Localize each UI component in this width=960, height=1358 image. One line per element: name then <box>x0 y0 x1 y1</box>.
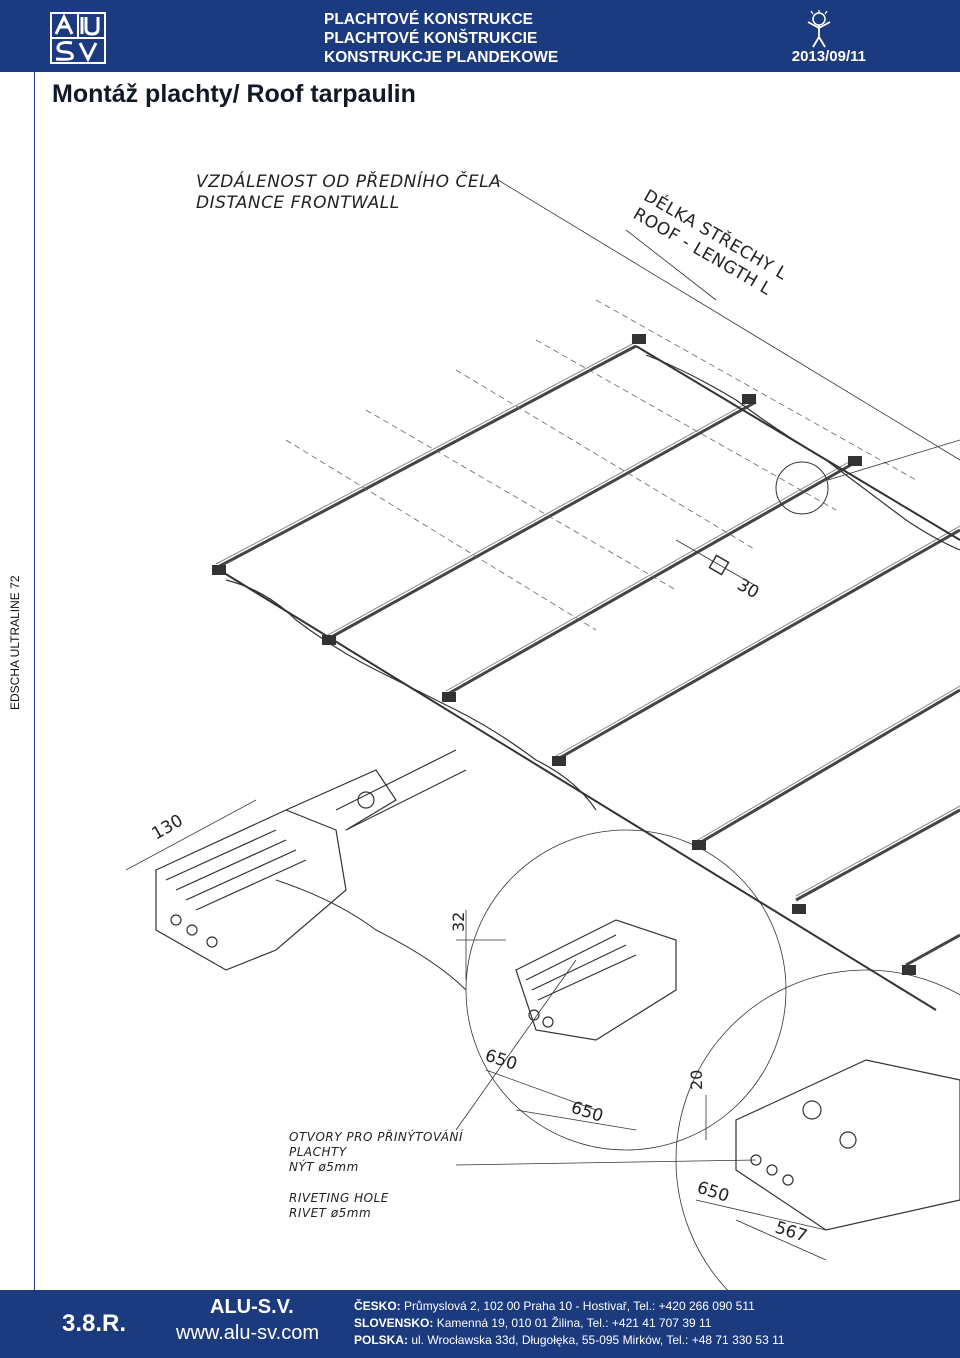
header-date: 2013/09/11 <box>791 48 866 65</box>
dim-130: 130 <box>149 811 187 845</box>
label-holes-cz-3: NÝT ø5mm <box>289 1160 359 1174</box>
page-number: 3.8.R. <box>62 1310 127 1337</box>
address-sk: SLOVENSKO: Kamenná 19, 010 01 Žilina, Te… <box>354 1316 712 1330</box>
header-titles: PLACHTOVÉ KONSTRUKCE PLACHTOVÉ KONŠTRUKC… <box>324 10 558 67</box>
alu-sv-logo <box>50 12 106 64</box>
header-bar: PLACHTOVÉ KONSTRUKCE PLACHTOVÉ KONŠTRUKC… <box>0 0 960 72</box>
page-title: Montáž plachty/ Roof tarpaulin <box>52 80 416 108</box>
label-holes-en-2: RIVET ø5mm <box>289 1206 372 1220</box>
dim-square-30: 30 <box>734 575 763 603</box>
addresses: ČESKO: Průmyslová 2, 102 00 Praha 10 - H… <box>354 1298 785 1349</box>
website-link[interactable]: www.alu-sv.com <box>176 1322 319 1344</box>
dim-20: 20 <box>687 1070 706 1090</box>
dim-650-c: 650 <box>694 1178 731 1207</box>
label-holes-cz-2: PLACHTY <box>289 1145 347 1159</box>
address-pl: POLSKA: ul. Wrocławska 33d, Długołęka, 5… <box>354 1333 785 1347</box>
dim-567: 567 <box>772 1218 809 1247</box>
label-distance: VZDÁLENOST OD PŘEDNÍHO ČELA DISTANCE FRO… <box>196 172 501 214</box>
label-distance-en: DISTANCE FRONTWALL <box>196 193 400 213</box>
label-holes-en-1: RIVETING HOLE <box>289 1191 389 1205</box>
address-cz: ČESKO: Průmyslová 2, 102 00 Praha 10 - H… <box>354 1299 755 1313</box>
label-holes-cz: OTVORY PRO PŘINÝTOVÁNÍ PLACHTY NÝT ø5mm <box>289 1130 463 1175</box>
header-line-1: PLACHTOVÉ KONSTRUKCE <box>324 11 533 28</box>
side-label: EDSCHA ULTRALINE 72 <box>8 575 22 711</box>
label-holes-cz-1: OTVORY PRO PŘINÝTOVÁNÍ <box>289 1130 464 1144</box>
label-holes-en: RIVETING HOLE RIVET ø5mm <box>289 1191 389 1221</box>
company-name: ALU-S.V. <box>210 1296 294 1318</box>
header-line-3: KONSTRUKCJE PLANDEKOWE <box>324 49 559 66</box>
header-line-2: PLACHTOVÉ KONŠTRUKCIE <box>324 30 538 47</box>
frame-line <box>34 72 35 1290</box>
mascot-icon <box>807 10 831 48</box>
footer-bar: 3.8.R. ALU-S.V. www.alu-sv.com ČESKO: Pr… <box>0 1290 960 1358</box>
dim-32: 32 <box>449 912 468 932</box>
dim-650-b: 650 <box>568 1098 605 1127</box>
technical-drawing: 30 130 32 650 650 20 650 567 <box>125 179 960 1290</box>
label-distance-cz: VZDÁLENOST OD PŘEDNÍHO ČELA <box>196 172 502 192</box>
